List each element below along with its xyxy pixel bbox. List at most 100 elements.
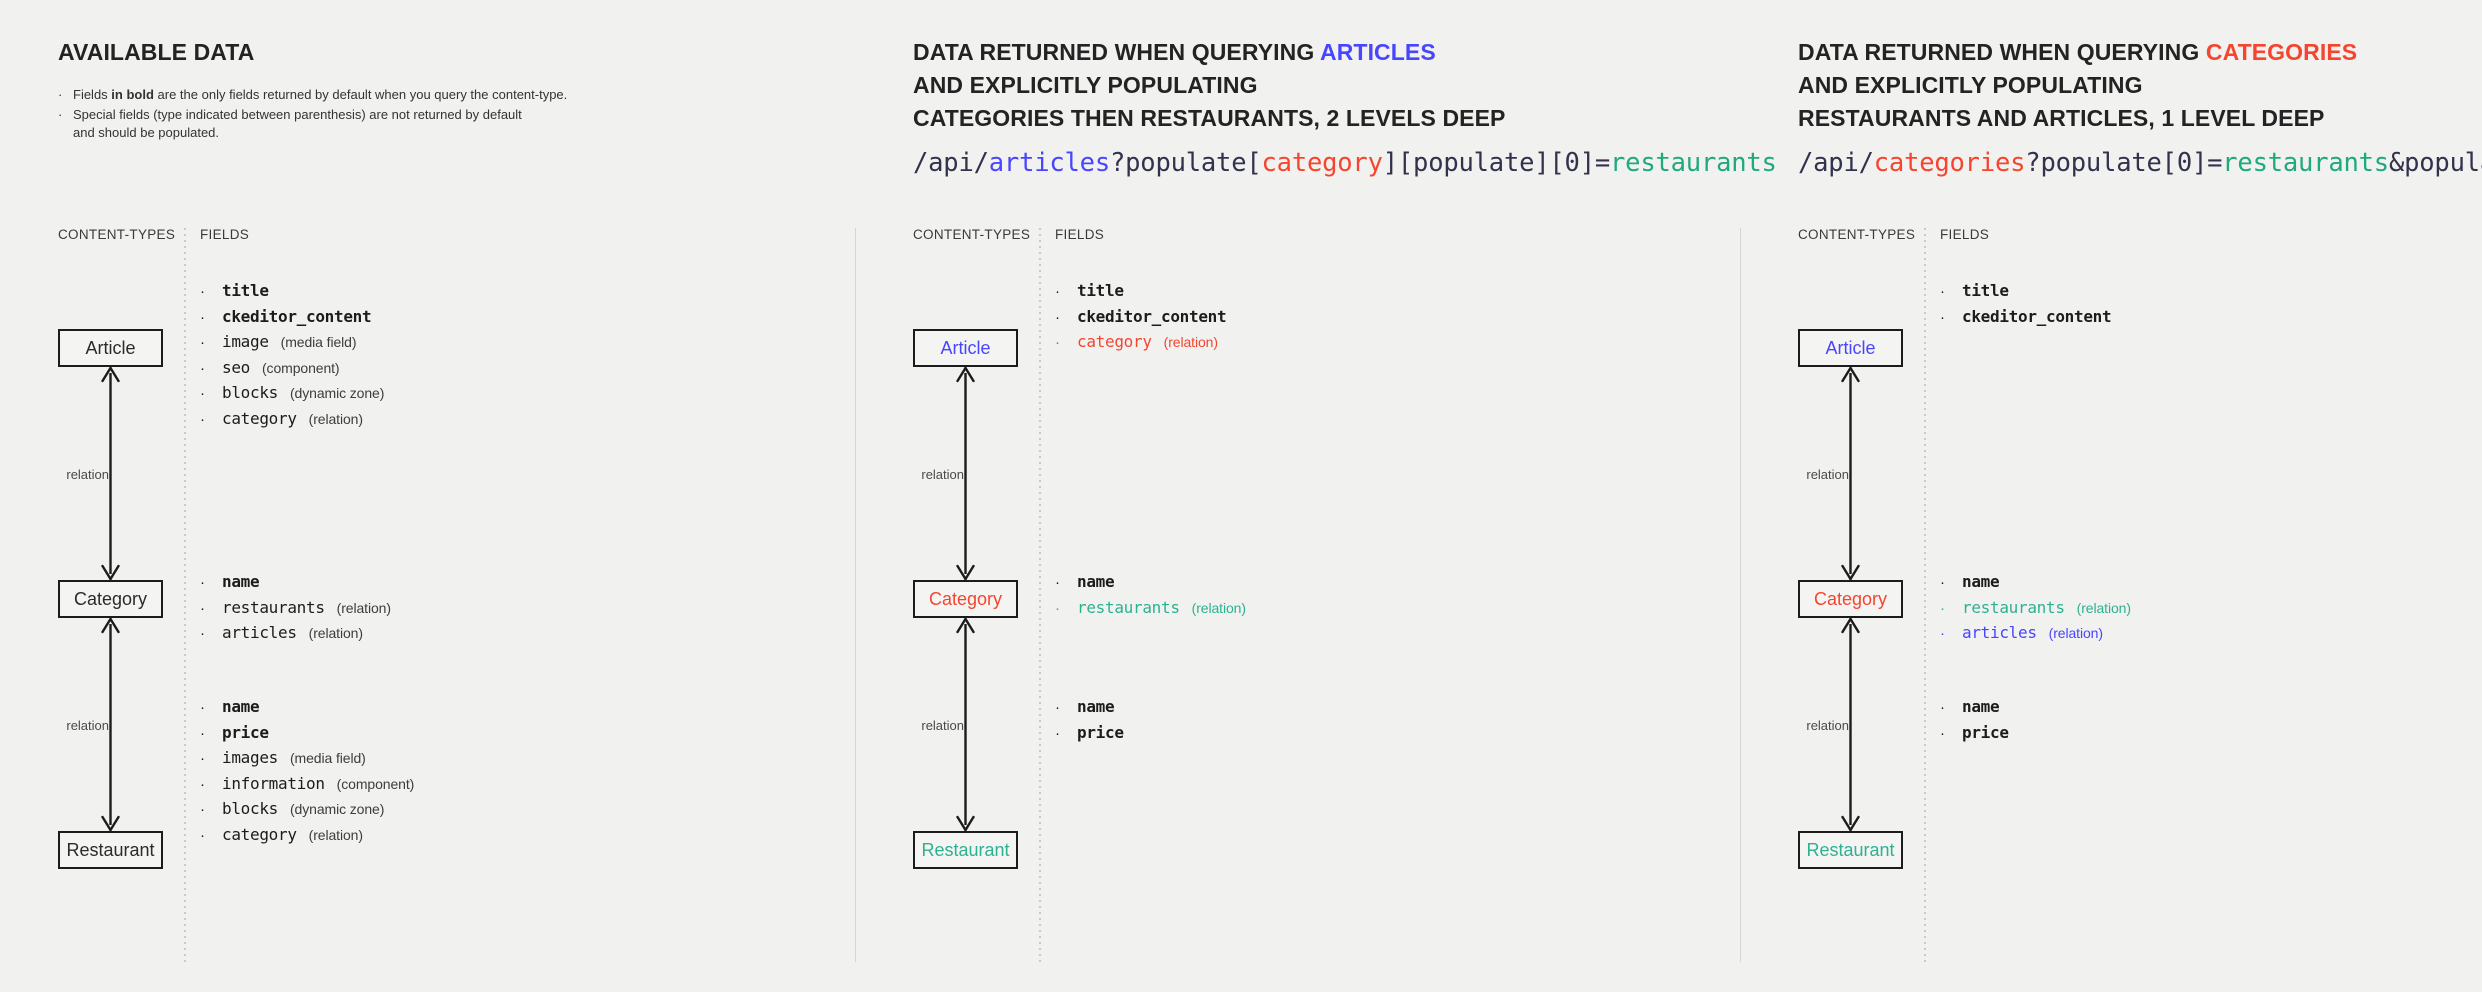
field-item: ·images(media field) xyxy=(200,748,414,774)
bullet-icon: · xyxy=(1055,574,1060,591)
field-type: (dynamic zone) xyxy=(290,385,385,402)
api-query-segment: /api/ xyxy=(913,148,989,178)
field-item: ·name xyxy=(200,572,391,598)
bullet-icon: · xyxy=(200,750,205,768)
field-name: title xyxy=(1962,281,2009,300)
field-name: articles xyxy=(1962,623,2037,643)
field-group-category: ·name·restaurants(relation)·articles(rel… xyxy=(1940,572,2131,649)
content-type-box-category[interactable]: Category xyxy=(913,580,1018,618)
panel-title-text: AND EXPLICITLY POPULATING xyxy=(913,72,1258,98)
panel-title: DATA RETURNED WHEN QUERYING ARTICLES AND … xyxy=(913,36,1505,135)
intro-item: ·Special fields (type indicated between … xyxy=(58,106,567,143)
field-name: price xyxy=(222,722,269,742)
field-name: price xyxy=(1077,722,1124,742)
content-type-box-category[interactable]: Category xyxy=(58,580,163,618)
dotted-column-divider xyxy=(1039,228,1041,962)
field-name: ckeditor_content xyxy=(1077,306,1227,326)
field-type: (relation) xyxy=(336,599,391,616)
bullet-icon: · xyxy=(200,699,205,716)
bullet-icon: · xyxy=(1055,699,1060,716)
field-item: ·restaurants(relation) xyxy=(1055,598,1246,624)
bullet-icon: · xyxy=(1940,699,1945,716)
field-name: ckeditor_content xyxy=(222,306,372,326)
field-item: ·name xyxy=(200,697,414,723)
field-type: (media field) xyxy=(290,750,366,767)
field-group-restaurant: · name · price xyxy=(1940,697,2009,748)
field-type: (component) xyxy=(262,359,340,376)
api-query-segment: /api/ xyxy=(1798,148,1874,178)
bullet-icon: · xyxy=(1940,724,1945,742)
field-name: ckeditor_content xyxy=(1962,306,2112,326)
column-label-fields: FIELDS xyxy=(1940,227,1990,242)
api-query-segment: ?populate[0]= xyxy=(2025,148,2223,178)
api-query-string: /api/articles?populate[category][populat… xyxy=(913,148,1777,178)
panel-title-line: AND EXPLICITLY POPULATING xyxy=(1798,69,2357,102)
field-name: blocks xyxy=(222,383,278,403)
field-name: seo xyxy=(222,357,250,377)
bullet-icon: · xyxy=(200,283,205,300)
field-group-category: ·name·restaurants(relation)·articles(rel… xyxy=(200,572,391,649)
field-name: title xyxy=(222,281,269,300)
panel-title: AVAILABLE DATA xyxy=(58,36,254,69)
field-group-article: ·title·ckeditor_content·image(media fiel… xyxy=(200,281,384,435)
bullet-icon: · xyxy=(1940,599,1945,617)
bullet-icon: · xyxy=(200,308,205,326)
api-query-segment: restaurants xyxy=(1610,148,1777,178)
field-item: ·name xyxy=(1055,572,1246,598)
field-type: (relation) xyxy=(308,410,363,427)
field-type: (relation) xyxy=(308,826,363,843)
api-query-segment: ][populate][0]= xyxy=(1382,148,1611,178)
field-item: ·articles(relation) xyxy=(1940,623,2131,649)
content-type-box-article[interactable]: Article xyxy=(913,329,1018,367)
bullet-icon: · xyxy=(200,801,205,819)
field-type: (relation) xyxy=(308,625,363,642)
content-type-box-restaurant[interactable]: Restaurant xyxy=(1798,831,1903,869)
field-type: (relation) xyxy=(1191,599,1246,616)
field-name: restaurants xyxy=(1962,597,2065,617)
bullet-icon: · xyxy=(58,106,63,122)
field-name: price xyxy=(1962,722,2009,742)
bullet-icon: · xyxy=(200,775,205,793)
bullet-icon: · xyxy=(200,599,205,617)
panel-title-line: AVAILABLE DATA xyxy=(58,36,254,69)
content-type-box-article[interactable]: Article xyxy=(58,329,163,367)
relation-label: relation xyxy=(66,467,109,482)
relation-arrow-2 xyxy=(101,618,120,831)
field-type: (relation) xyxy=(1163,334,1218,351)
panel-title-text: AND EXPLICITLY POPULATING xyxy=(1798,72,2143,98)
field-item: ·price xyxy=(200,723,414,749)
api-query-segment: restaurants xyxy=(2222,148,2389,178)
panel-divider xyxy=(1740,228,1741,962)
field-name: name xyxy=(1962,697,2000,716)
panel-title-line: DATA RETURNED WHEN QUERYING ARTICLES xyxy=(913,36,1505,69)
panel-title-line: DATA RETURNED WHEN QUERYING CATEGORIES xyxy=(1798,36,2357,69)
field-name: category xyxy=(222,824,297,844)
field-item: ·price xyxy=(1055,723,1124,749)
relation-label: relation xyxy=(1806,718,1849,733)
content-type-box-restaurant[interactable]: Restaurant xyxy=(913,831,1018,869)
field-type: (relation) xyxy=(2076,599,2131,616)
bullet-icon: · xyxy=(1940,574,1945,591)
field-item: · ckeditor_content xyxy=(200,307,384,333)
column-label-fields: FIELDS xyxy=(1055,227,1105,242)
panel-title-text: DATA RETURNED WHEN QUERYING xyxy=(913,39,1320,65)
relation-arrow-1 xyxy=(956,367,975,580)
api-query-segment: &populate[1]= xyxy=(2388,148,2482,178)
field-group-category: ·name·restaurants(relation) xyxy=(1055,572,1246,623)
field-name: title xyxy=(1077,281,1124,300)
field-name: category xyxy=(222,408,297,428)
field-name: restaurants xyxy=(222,597,325,617)
dotted-column-divider xyxy=(1924,228,1926,962)
content-type-box-article[interactable]: Article xyxy=(1798,329,1903,367)
field-group-restaurant: ·name·price·images(media field)·informat… xyxy=(200,697,414,851)
field-item: ·ckeditor_content xyxy=(1055,306,1227,333)
content-type-box-restaurant[interactable]: Restaurant xyxy=(58,831,163,869)
bullet-icon: · xyxy=(1055,283,1060,300)
field-item: ·information(component) xyxy=(200,774,414,800)
field-type: (relation) xyxy=(2048,625,2103,642)
api-query-string: /api/categories?populate[0]=restaurants&… xyxy=(1798,148,2482,178)
field-type: (dynamic zone) xyxy=(290,801,385,818)
field-item: · title xyxy=(200,281,384,307)
field-name: image xyxy=(222,332,269,352)
content-type-box-category[interactable]: Category xyxy=(1798,580,1903,618)
